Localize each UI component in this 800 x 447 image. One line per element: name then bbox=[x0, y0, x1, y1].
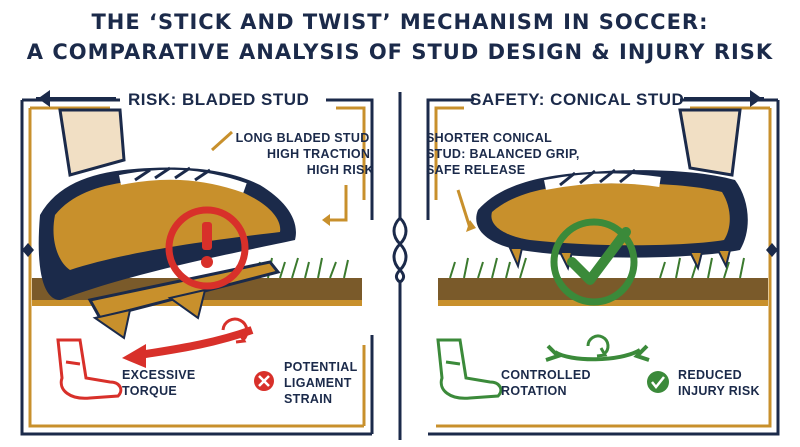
left-note: LONG BLADED STUD: HIGH TRACTION, HIGH RI… bbox=[235, 131, 374, 177]
left-torque-arrow bbox=[139, 326, 254, 359]
right-note: SHORTER CONICAL STUD: BALANCED GRIP, SAF… bbox=[426, 131, 580, 177]
left-caption-torque: EXCESSIVE TORQUE bbox=[122, 368, 196, 398]
right-check-small-icon bbox=[647, 371, 669, 393]
right-check-icon bbox=[550, 218, 638, 306]
left-foot-injury-icon bbox=[56, 338, 123, 400]
left-warning-icon bbox=[165, 206, 249, 290]
center-divider bbox=[392, 92, 408, 440]
right-rotation-icon bbox=[586, 334, 610, 358]
right-diamond bbox=[766, 243, 778, 257]
right-caption-rotation: CONTROLLED ROTATION bbox=[501, 368, 591, 398]
right-panel-header: SAFETY: CONICAL STUD bbox=[470, 90, 685, 109]
right-rotation-arrows bbox=[545, 344, 650, 362]
left-panel-header: RISK: BLADED STUD bbox=[128, 90, 310, 109]
right-foot-icon bbox=[436, 338, 503, 400]
right-header-arrow bbox=[684, 90, 764, 107]
title-line-1: THE ‘STICK AND TWIST’ MECHANISM IN SOCCE… bbox=[91, 10, 709, 34]
left-rotation-icon bbox=[221, 317, 249, 344]
left-leg bbox=[58, 108, 126, 177]
left-caption-ligament: POTENTIAL LIGAMENT STRAIN bbox=[284, 360, 358, 406]
left-note-pointer bbox=[210, 130, 234, 152]
right-caption-injury: REDUCED INJURY RISK bbox=[678, 368, 760, 398]
left-x-icon bbox=[254, 371, 274, 391]
title-line-2: A COMPARATIVE ANALYSIS OF STUD DESIGN & … bbox=[26, 40, 774, 64]
right-leg bbox=[678, 108, 742, 177]
right-boot bbox=[476, 168, 748, 271]
right-note-pointer bbox=[456, 189, 472, 229]
left-diamond bbox=[22, 243, 34, 257]
left-frame bbox=[20, 98, 374, 436]
left-header-arrow bbox=[36, 90, 116, 107]
